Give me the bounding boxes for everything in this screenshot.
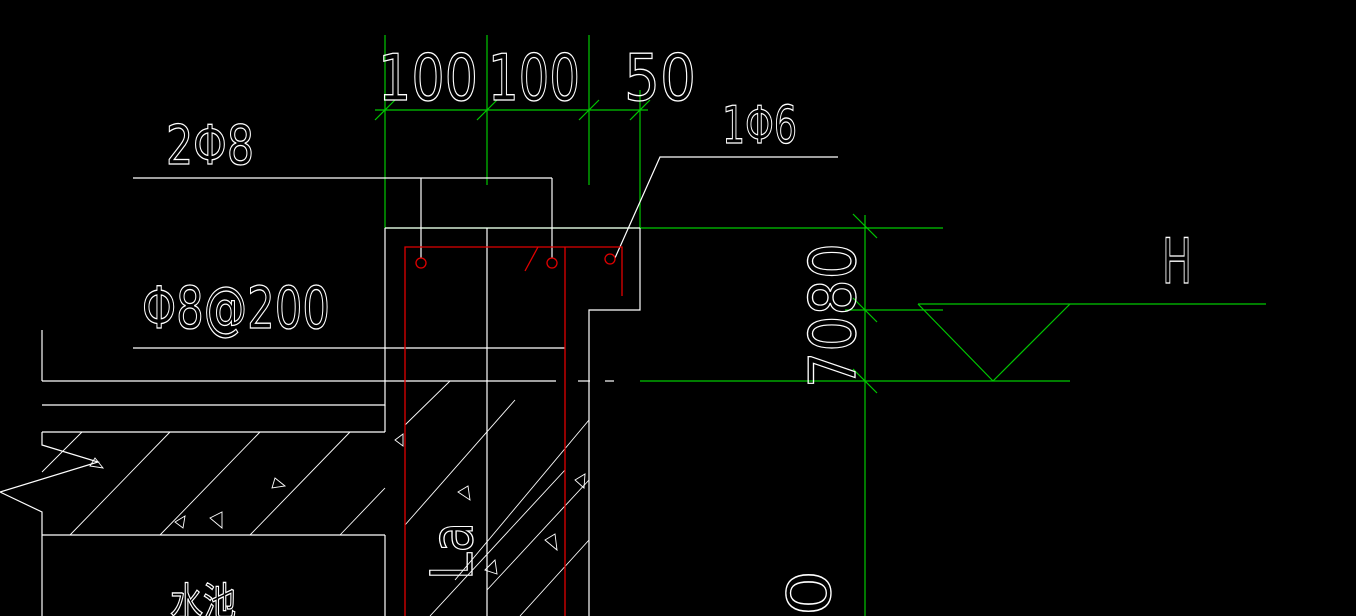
dim-vertical: 7080 xyxy=(797,243,871,388)
label-pool: 水池 xyxy=(170,580,236,616)
dim-top-3: 50 xyxy=(624,42,696,116)
rebar-dot-3 xyxy=(604,253,616,265)
dim-top-1: 100 xyxy=(378,42,478,116)
dim-bottom-value: 0 xyxy=(775,570,845,616)
structure-outline xyxy=(0,156,838,616)
label-stirrup: Φ8@200 xyxy=(142,274,330,342)
label-top-bar: 2Φ8 xyxy=(166,114,254,177)
dim-top-2: 100 xyxy=(488,42,580,116)
rebar xyxy=(404,246,623,616)
concrete-hatch xyxy=(41,380,590,616)
annotations: 100 100 50 2Φ8 Φ8@200 1Φ6 H 7080 La 0 水池 xyxy=(141,41,1192,616)
label-corner-bar: 1Φ6 xyxy=(722,96,797,156)
label-water-level: H xyxy=(1162,225,1192,298)
label-anchorage: La xyxy=(418,522,486,580)
rebar-dot-2 xyxy=(546,257,558,269)
rebar-dot-1 xyxy=(415,257,427,269)
dimension-lines xyxy=(374,35,1266,616)
